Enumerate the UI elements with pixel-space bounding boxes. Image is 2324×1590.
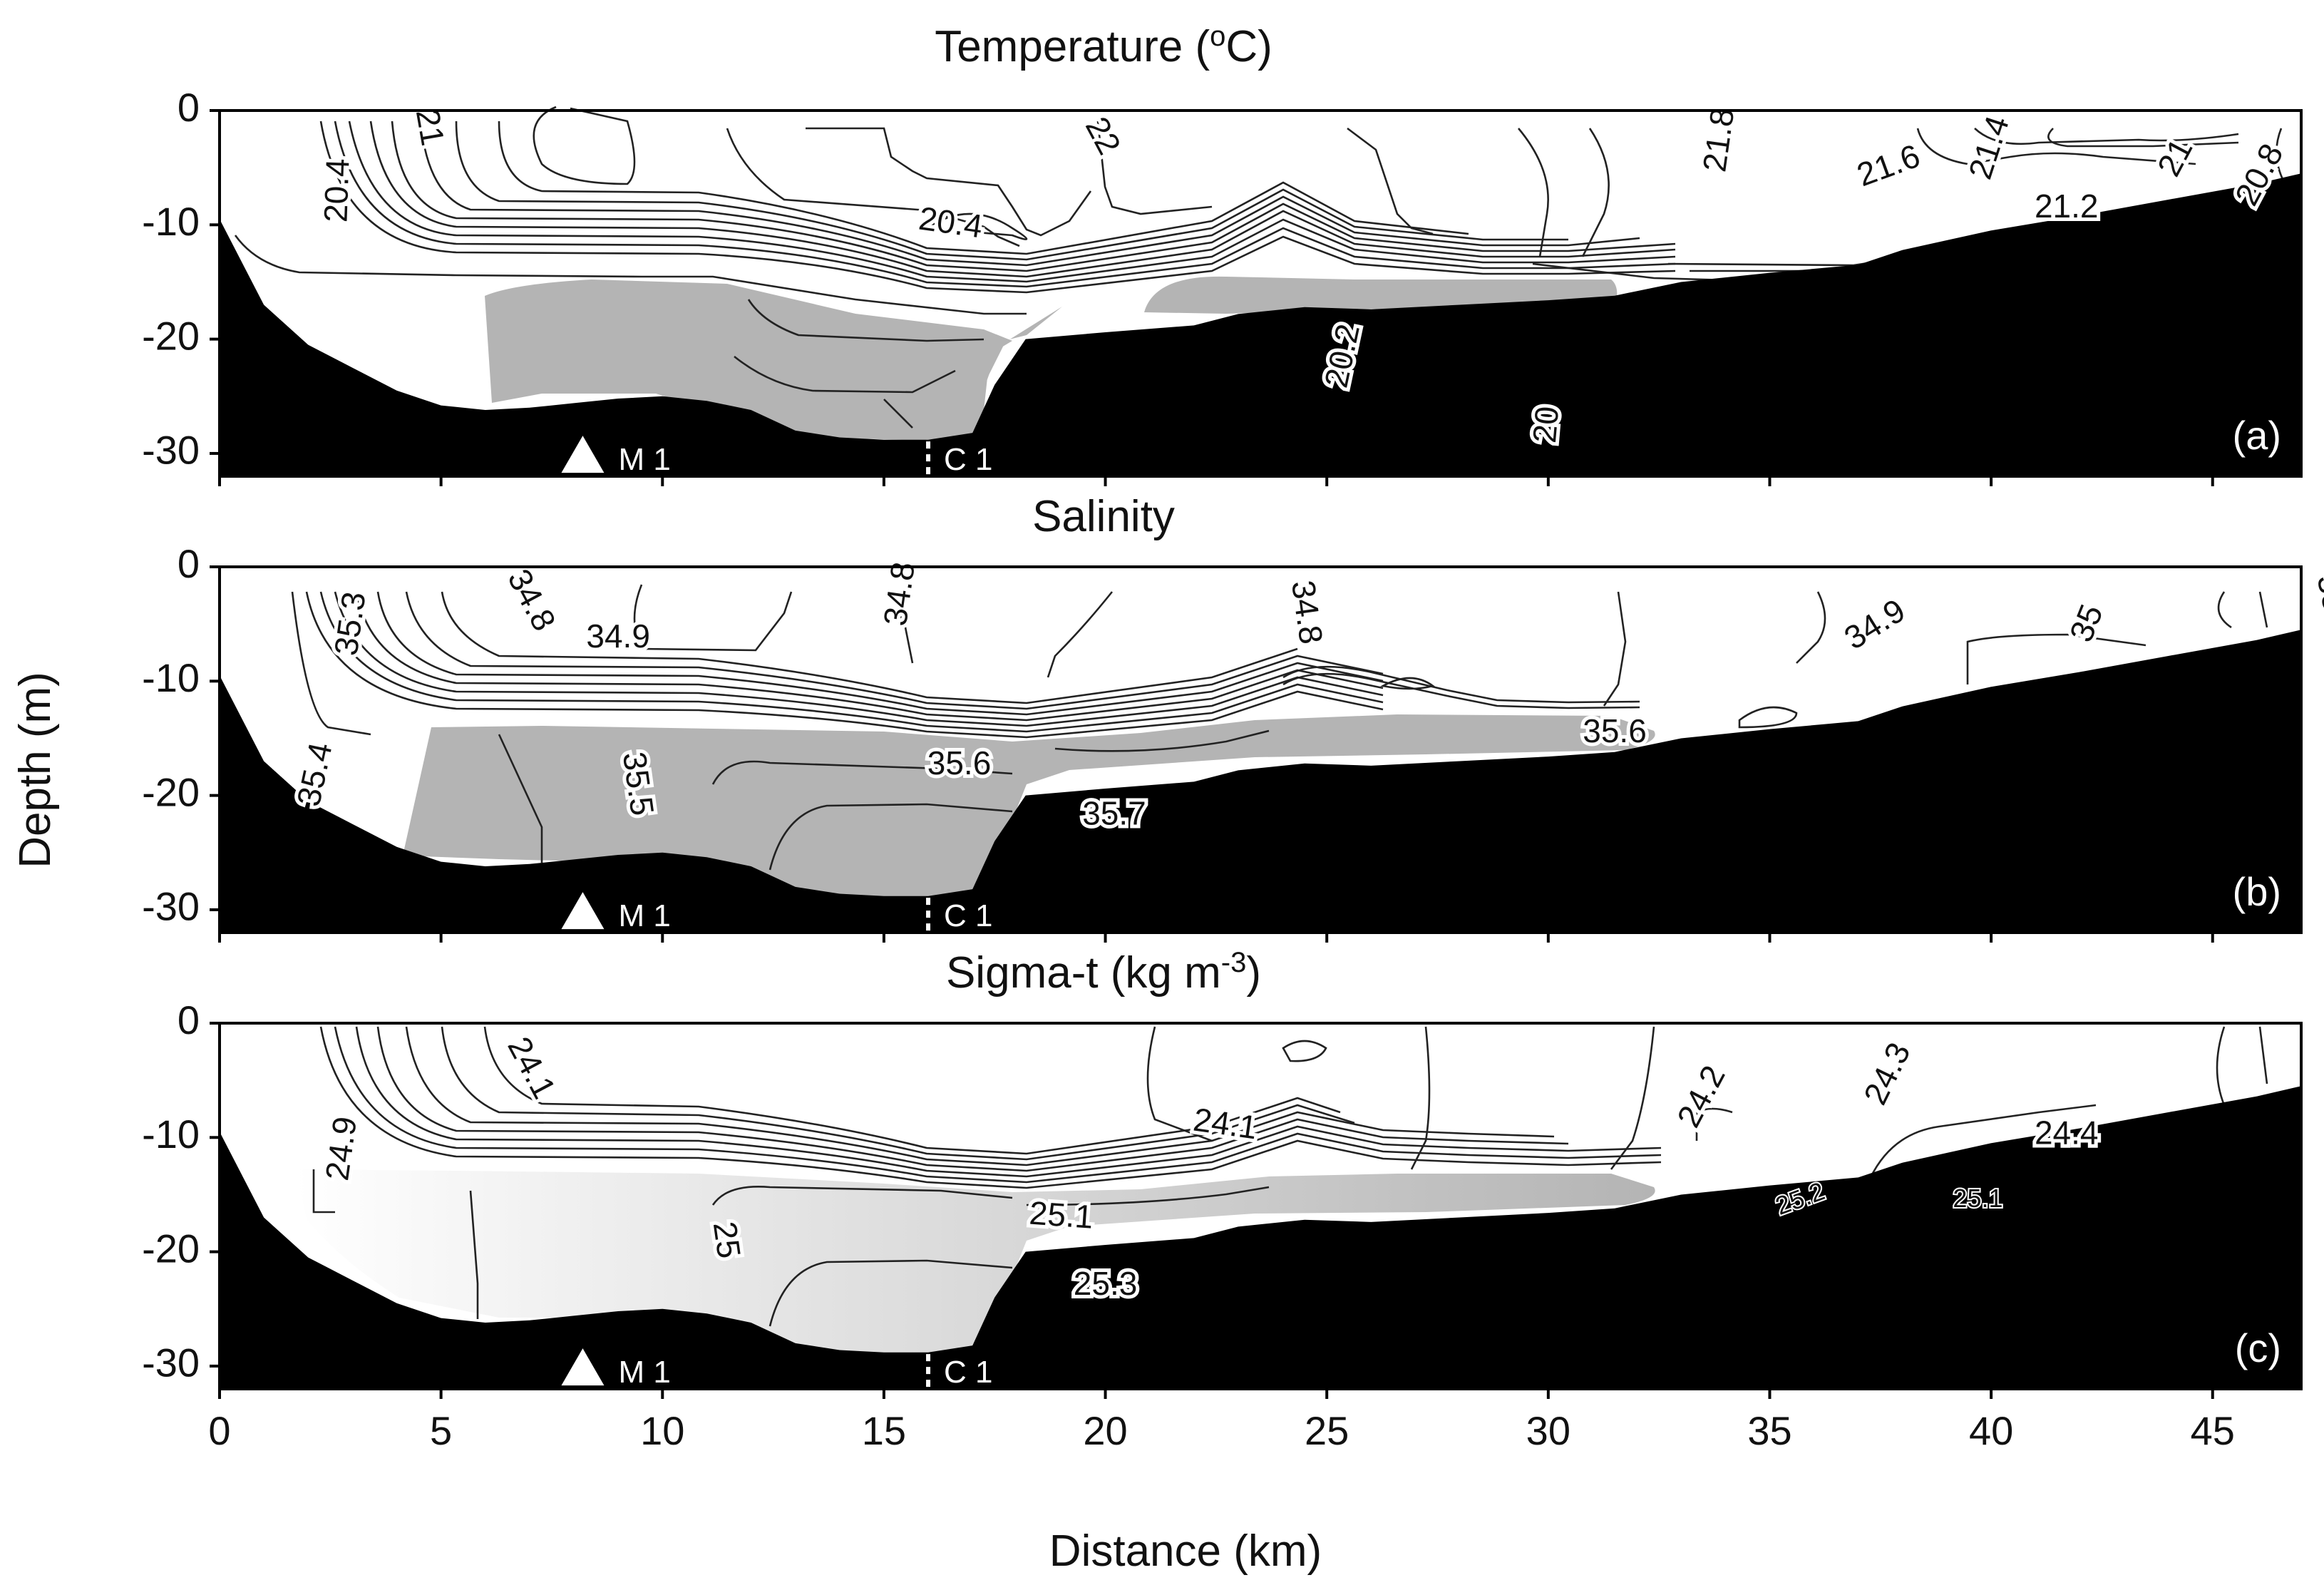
panel-temperature xyxy=(234,106,2297,441)
y-tick-label: -20 xyxy=(142,313,200,358)
x-tick-label: 40 xyxy=(1969,1408,2013,1453)
panel-salinity xyxy=(291,584,2268,898)
contour-label: 21.2 xyxy=(2035,188,2099,225)
x-tick-label: 30 xyxy=(1526,1408,1570,1453)
panel-a-shaded-region-right xyxy=(1144,276,1618,314)
station-c1-label: C 1 xyxy=(944,898,992,933)
station-m1-label: M 1 xyxy=(618,442,670,477)
panel-frame xyxy=(218,1022,2303,1390)
contour-label: 21.6 xyxy=(1852,137,1925,193)
contour-label: 21.4 xyxy=(1961,111,2016,183)
contour-label: 24.4 xyxy=(2035,1114,2099,1151)
panel-a-shaded-region xyxy=(485,279,1062,441)
contour-label: 25.1 xyxy=(1953,1184,2002,1213)
y-tick-label: 0 xyxy=(178,85,200,130)
contour-label: 20 xyxy=(1526,405,1565,445)
seabed xyxy=(220,1086,2301,1389)
panel-0-overlay: 2120.42221.821.621.421.22120.820.620.420… xyxy=(142,85,2303,486)
station-m1-label: M 1 xyxy=(618,898,670,933)
panel-b-title: Salinity xyxy=(1032,492,1175,541)
panel-b-contours xyxy=(291,584,2268,871)
contour-label: 22 xyxy=(1079,111,1128,160)
panel-b-shaded-region xyxy=(403,714,1655,898)
panel-label: (c) xyxy=(2235,1325,2281,1370)
seabed xyxy=(220,630,2301,933)
panel-a-title: Temperature (oC) xyxy=(935,21,1272,71)
contour-label: 35.1 xyxy=(2310,571,2324,641)
panel-sigma-t xyxy=(296,1026,2268,1355)
y-tick-label: 0 xyxy=(178,997,200,1042)
contour-label: 34.8 xyxy=(500,563,563,637)
contour-label: 35.7 xyxy=(1082,795,1146,832)
contour-label: 35.4 xyxy=(289,739,339,809)
contour-label: 34.9 xyxy=(1838,591,1911,657)
x-tick-label: 15 xyxy=(862,1408,906,1453)
panel-c-shaded-region xyxy=(296,1169,1655,1355)
contour-label: 25.3 xyxy=(1074,1265,1138,1302)
y-axis-label: Depth (m) xyxy=(11,672,60,868)
panel-label: (a) xyxy=(2233,413,2281,458)
y-tick-label: -10 xyxy=(142,1112,200,1156)
y-tick-label: -10 xyxy=(142,655,200,700)
panel-a-contours xyxy=(234,106,2297,429)
x-tick-label: 0 xyxy=(208,1408,230,1453)
contour-label: 34.8 xyxy=(876,560,922,628)
panel-c-contours xyxy=(312,1026,2268,1327)
contour-label: 25 xyxy=(706,1219,749,1261)
contour-label: 24.1 xyxy=(1191,1100,1260,1146)
station-c1-label: C 1 xyxy=(944,442,992,477)
contour-label: 20.4 xyxy=(317,158,356,222)
contour-label: 35.3 xyxy=(327,590,373,658)
x-tick-label: 20 xyxy=(1083,1408,1127,1453)
contour-label: 25.1 xyxy=(1028,1194,1094,1236)
panel-c-title: Sigma-t (kg m-3) xyxy=(946,947,1261,997)
contour-label: 24.3 xyxy=(1856,1037,1918,1110)
contour-label: 21.8 xyxy=(1695,106,1741,174)
y-tick-label: -30 xyxy=(142,1340,200,1385)
x-tick-label: 5 xyxy=(430,1408,452,1453)
seabed xyxy=(220,173,2301,476)
contour-label: 35.6 xyxy=(927,744,992,781)
station-m1-label: M 1 xyxy=(618,1355,670,1390)
station-c1-label: C 1 xyxy=(944,1355,992,1390)
panel-frame xyxy=(218,565,2303,934)
station-m1-marker xyxy=(561,892,605,930)
x-tick-label: 25 xyxy=(1305,1408,1349,1453)
overlay: 2120.42221.821.621.421.22120.820.620.420… xyxy=(142,85,2324,1453)
x-tick-label: 45 xyxy=(2191,1408,2235,1453)
contour-label: 24.2 xyxy=(1670,1060,1732,1133)
station-m1-marker xyxy=(561,1348,605,1386)
x-tick-label: 10 xyxy=(640,1408,684,1453)
contour-label: 24.1 xyxy=(500,1031,563,1104)
y-tick-label: -30 xyxy=(142,884,200,929)
contour-label: 35.6 xyxy=(1583,712,1647,749)
y-tick-label: -20 xyxy=(142,769,200,814)
contour-label: 24.5 xyxy=(2320,1046,2324,1114)
contour-label: 21 xyxy=(409,106,452,148)
y-tick-label: 0 xyxy=(178,541,200,586)
x-tick-label: 35 xyxy=(1747,1408,1791,1453)
y-tick-label: -10 xyxy=(142,199,200,244)
contour-label: 20.4 xyxy=(917,200,985,245)
contour-label: 34.8 xyxy=(1285,578,1330,647)
contour-label: 34.9 xyxy=(586,617,650,655)
y-tick-label: -30 xyxy=(142,428,200,473)
panel-frame xyxy=(218,109,2303,478)
panel-label: (b) xyxy=(2233,869,2281,914)
x-axis-label: Distance (km) xyxy=(1049,1527,1322,1576)
station-m1-marker xyxy=(561,436,605,473)
y-tick-label: -20 xyxy=(142,1226,200,1271)
